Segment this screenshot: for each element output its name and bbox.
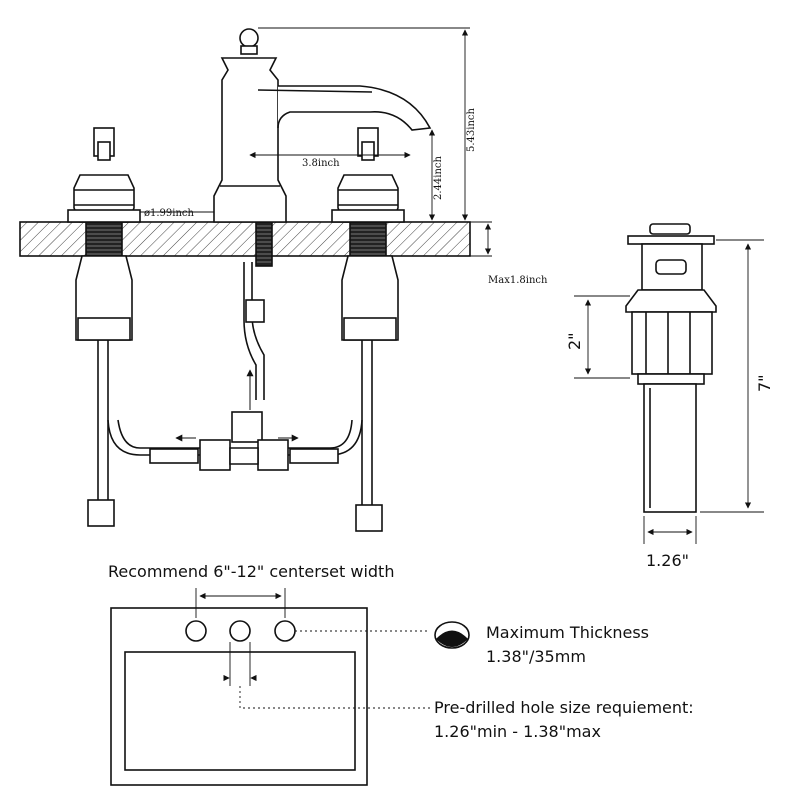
centerset-label: Recommend 6"-12" centerset width xyxy=(108,562,394,581)
dim-total-label: 7" xyxy=(755,374,774,392)
sink-dimensions xyxy=(195,588,430,709)
dim-hole-label: ø1.99inch xyxy=(144,208,195,219)
sink-basin xyxy=(124,651,356,771)
hole-size-value: 1.26"min - 1.38"max xyxy=(434,722,601,741)
thickness-value: 1.38"/35mm xyxy=(486,647,586,666)
right-hole xyxy=(274,620,296,642)
spout-thread-block xyxy=(255,221,273,267)
dim-diameter-label: 1.26" xyxy=(646,551,689,570)
dim-spout-height-label: 2.44inch xyxy=(433,155,444,200)
sink-top-view xyxy=(110,607,368,786)
dim-deck-label: Max1.8inch xyxy=(488,275,548,286)
faucet-assembly xyxy=(19,28,471,532)
faucet-dimensions xyxy=(140,27,492,257)
supply-lines xyxy=(87,262,383,532)
spout-body xyxy=(213,28,432,223)
thickness-title: Maximum Thickness xyxy=(486,623,649,642)
left-thread-block xyxy=(85,221,123,257)
left-handle-valve xyxy=(67,127,141,341)
left-hole xyxy=(185,620,207,642)
sink-outer xyxy=(110,607,368,786)
thickness-icon xyxy=(434,621,470,649)
dim-flange-label: 2" xyxy=(565,332,584,350)
pop-up-drain xyxy=(625,223,717,513)
right-handle-valve xyxy=(331,127,405,341)
tee-connector xyxy=(149,411,339,471)
hole-size-title: Pre-drilled hole size requiement: xyxy=(434,698,694,717)
drain-dimensions xyxy=(574,239,764,544)
right-thread-block xyxy=(349,221,387,257)
dim-height-label: 5.43inch xyxy=(466,107,477,152)
center-hole xyxy=(229,620,251,642)
dim-spout-reach-label: 3.8inch xyxy=(302,158,340,169)
